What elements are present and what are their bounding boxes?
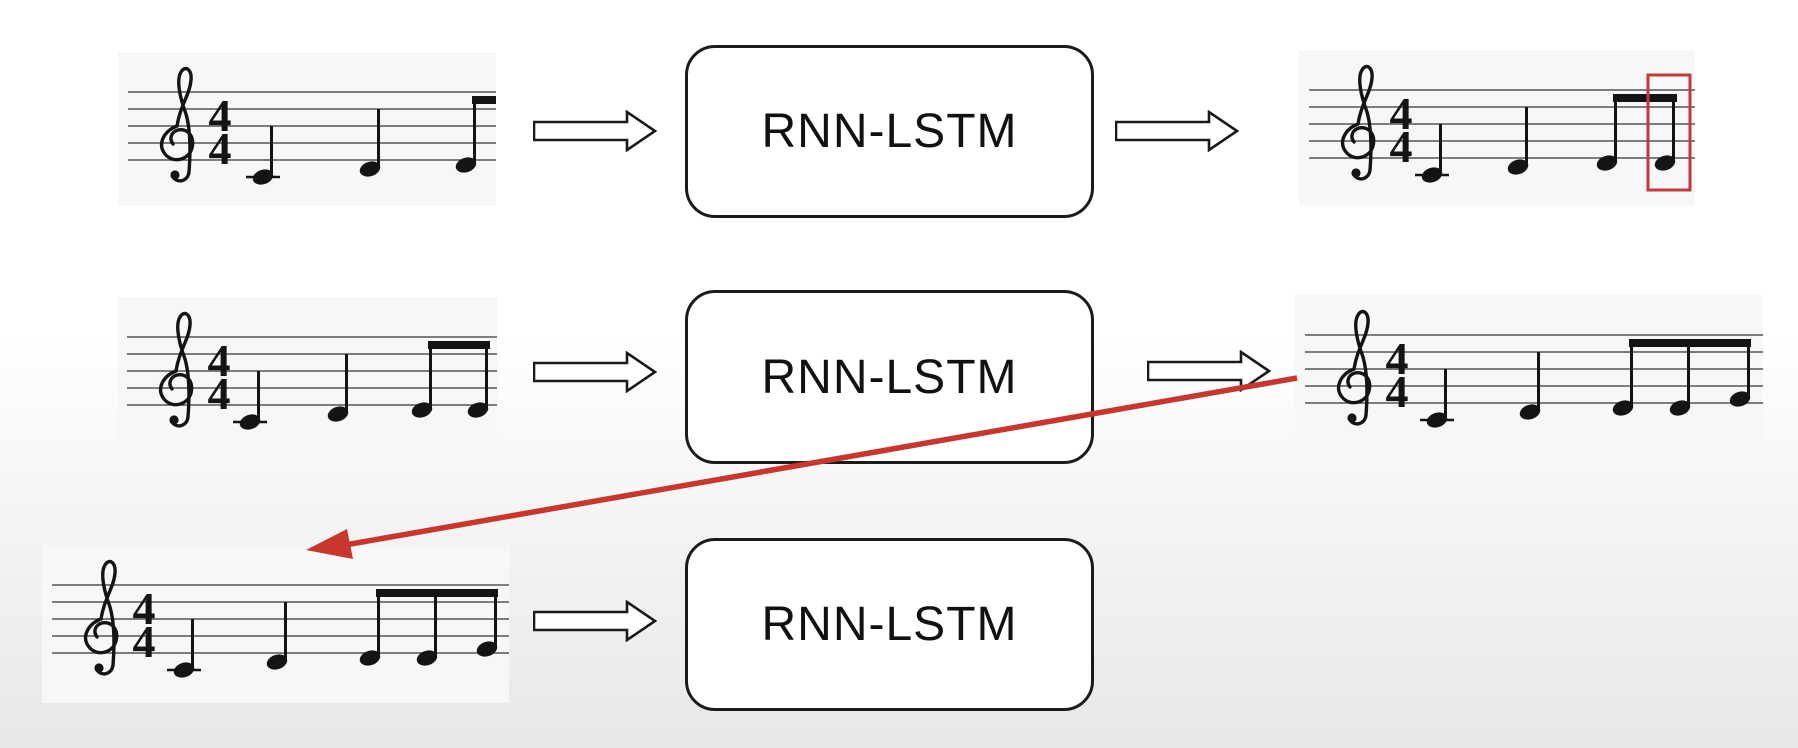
rnn-lstm-box-row2: RNN-LSTM bbox=[685, 290, 1094, 464]
note-head bbox=[173, 662, 195, 678]
time-signature-bottom: 4 bbox=[208, 368, 231, 419]
rnn-lstm-label: RNN-LSTM bbox=[761, 350, 1018, 404]
note-head bbox=[1612, 400, 1634, 416]
note-head bbox=[1596, 155, 1618, 171]
note-head bbox=[359, 650, 381, 666]
flow-arrow-row3-to-box bbox=[532, 599, 658, 647]
beam bbox=[1629, 339, 1751, 347]
note-head bbox=[359, 161, 381, 177]
new-note-highlight-box bbox=[1646, 73, 1692, 192]
note-head bbox=[1519, 404, 1541, 420]
note-head bbox=[266, 654, 288, 670]
time-signature-top: 4 bbox=[1386, 333, 1409, 384]
note-head bbox=[252, 169, 274, 185]
time-signature-bottom: 4 bbox=[209, 123, 232, 174]
beam bbox=[428, 341, 490, 349]
time-signature-top: 4 bbox=[208, 335, 231, 386]
treble-clef-icon bbox=[83, 559, 119, 676]
note-head bbox=[239, 414, 261, 430]
time-signature-bottom: 4 bbox=[1386, 366, 1409, 417]
note-head bbox=[455, 157, 477, 173]
block-arrow-icon bbox=[1146, 349, 1272, 393]
time-signature-bottom: 4 bbox=[133, 616, 156, 667]
note-head bbox=[1507, 159, 1529, 175]
flow-arrow-row1-to-box bbox=[532, 109, 658, 157]
flow-arrow-row2-to-box bbox=[532, 350, 658, 398]
time-signature-bottom: 4 bbox=[1390, 121, 1413, 172]
beam bbox=[1613, 94, 1677, 102]
treble-clef-icon bbox=[159, 66, 195, 183]
note-head bbox=[1654, 155, 1676, 171]
note-head bbox=[327, 406, 349, 422]
rnn-lstm-label: RNN-LSTM bbox=[761, 105, 1018, 158]
block-arrow-icon bbox=[1114, 109, 1240, 153]
beam bbox=[376, 589, 498, 597]
treble-clef-icon bbox=[1336, 309, 1372, 426]
block-arrow-icon bbox=[532, 109, 658, 153]
note-head bbox=[1669, 400, 1691, 416]
block-arrow-icon bbox=[532, 350, 658, 394]
rnn-lstm-box-row1: RNN-LSTM bbox=[685, 45, 1094, 218]
note-head bbox=[416, 650, 438, 666]
beam bbox=[472, 96, 496, 104]
time-signature-top: 4 bbox=[209, 90, 232, 141]
note-head bbox=[1421, 167, 1443, 183]
rnn-lstm-label: RNN-LSTM bbox=[761, 598, 1018, 651]
note-head bbox=[1729, 391, 1751, 407]
rnn-lstm-box-row3: RNN-LSTM bbox=[685, 538, 1094, 711]
treble-clef-icon bbox=[1340, 64, 1376, 181]
note-head bbox=[1426, 412, 1448, 428]
flow-arrow-box-to-row1-output bbox=[1114, 109, 1240, 157]
flow-arrow-box-to-row2-output bbox=[1146, 349, 1272, 397]
note-head bbox=[476, 641, 498, 657]
treble-clef-icon bbox=[158, 311, 194, 428]
time-signature-top: 4 bbox=[1390, 88, 1413, 139]
block-arrow-icon bbox=[532, 599, 658, 643]
time-signature-top: 4 bbox=[133, 583, 156, 634]
